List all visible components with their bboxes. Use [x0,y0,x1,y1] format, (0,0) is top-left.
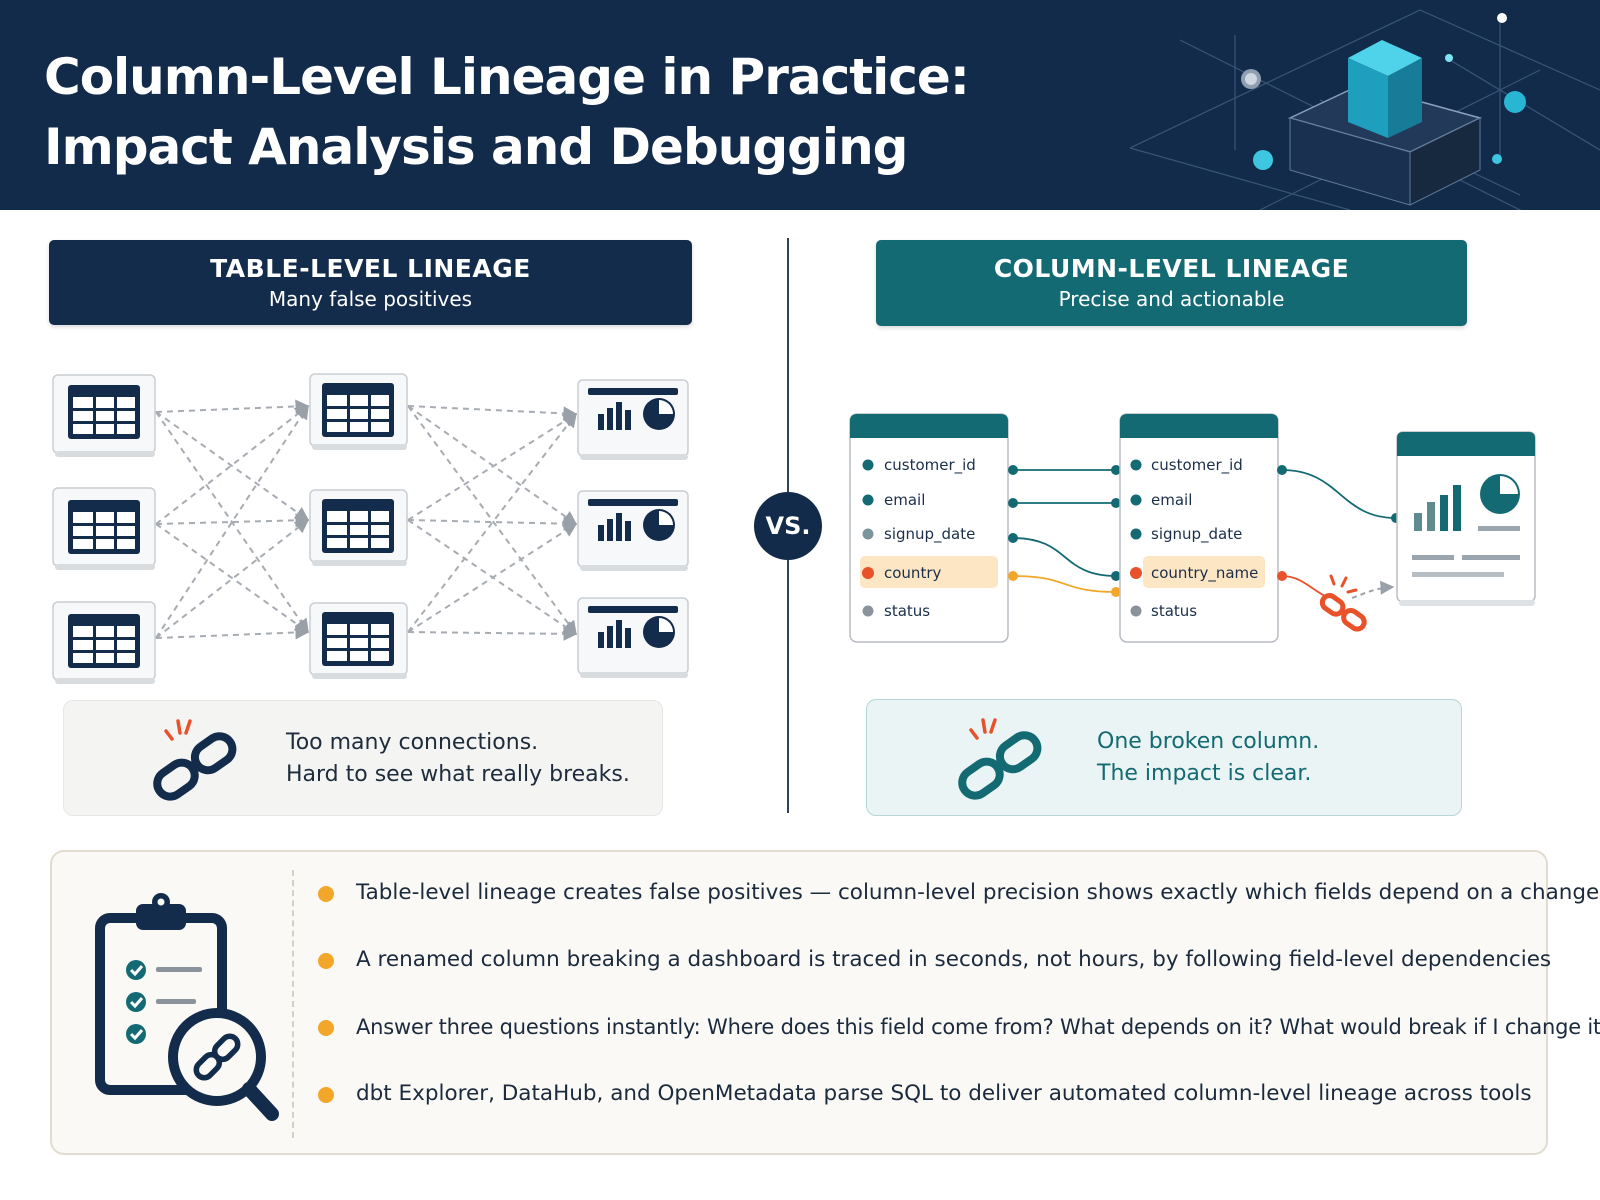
source-column-highlighted: country [884,564,941,582]
table-level-callout-text: Too many connections. Hard to see what r… [286,727,630,791]
magnifier-link-icon [168,1008,279,1121]
takeaway-text: Answer three questions instantly: Where … [356,1015,1600,1039]
takeaway-text: A renamed column breaking a dashboard is… [356,947,1552,972]
intermediate-tables [309,373,408,679]
dashboard-card [1396,431,1536,606]
column-level-callout: One broken column. The impact is clear. [866,699,1462,816]
dashboards [577,379,689,678]
dashboard-icon [577,379,689,460]
column-level-title: COLUMN-LEVEL LINEAGE [993,254,1350,283]
table-level-subtitle: Many false positives [268,287,473,311]
key-takeaways-panel: Table-level lineage creates false positi… [50,850,1600,1155]
source-table-card: customer_id email signup_date country st… [849,413,1009,643]
target-column-highlighted: country_name [1151,564,1258,583]
column-level-subtitle: Precise and actionable [1058,287,1285,311]
target-column: customer_id [1151,456,1243,475]
bullet-dot [318,953,334,969]
broken-connector [1281,575,1326,597]
callout-line: The impact is clear. [1097,761,1312,786]
target-column: signup_date [1151,525,1242,544]
dashboard-icon [577,597,689,678]
source-tables [52,374,156,684]
table-icon [309,602,408,679]
connector-dots [1008,465,1121,597]
broken-link-icon [1319,593,1367,632]
target-column: status [1151,602,1197,620]
takeaway-item: Answer three questions instantly: Where … [318,1012,1600,1079]
clipboard-checklist-icon [95,893,279,1121]
table-level-callout: Too many connections. Hard to see what r… [63,700,663,816]
source-column: email [884,491,925,509]
broken-link-icon [153,719,237,801]
column-connectors [1012,469,1117,593]
title-line-2: Impact Analysis and Debugging [44,118,908,176]
target-table-card: customer_id email signup_date country_na… [1119,413,1279,643]
callout-line: Too many connections. [286,730,539,755]
versus-badge: VS. [754,492,822,560]
title-line-1: Column-Level Lineage in Practice: [44,48,970,106]
header-banner: Column-Level Lineage in Practice: Impact… [0,0,1600,210]
table-icon [52,487,156,570]
table-icon [309,489,408,566]
table-icon [52,374,156,457]
callout-line: One broken column. [1097,729,1320,754]
broken-link-icon [958,718,1042,800]
bullet-dot [318,886,334,902]
column-level-callout-text: One broken column. The impact is clear. [1097,726,1319,790]
takeaways-divider [292,870,294,1138]
callout-line: Hard to see what really breaks. [286,762,630,787]
table-level-title: TABLE-LEVEL LINEAGE [210,254,531,283]
page-title: Column-Level Lineage in Practice: Impact… [44,42,970,182]
source-column: signup_date [884,525,975,544]
dashboard-icon [577,490,689,571]
table-level-lineage-banner: TABLE-LEVEL LINEAGE Many false positives [49,240,692,325]
data-cube-illustration [1129,9,1600,210]
bullet-dot [318,1087,334,1103]
table-icon [52,601,156,684]
source-column: status [884,602,930,620]
bullet-dot [318,1020,334,1036]
target-column: email [1151,491,1192,509]
takeaway-item: A renamed column breaking a dashboard is… [318,945,1600,1012]
takeaway-item: Table-level lineage creates false positi… [318,878,1600,945]
break-spark [1329,574,1358,594]
column-level-lineage-banner: COLUMN-LEVEL LINEAGE Precise and actiona… [876,240,1467,326]
dashboard-connector [1281,469,1397,519]
table-level-connections [155,399,578,641]
source-column: customer_id [884,456,976,475]
table-icon [309,373,408,450]
takeaway-text: dbt Explorer, DataHub, and OpenMetadata … [356,1081,1532,1106]
takeaways-list: Table-level lineage creates false positi… [318,878,1600,1146]
takeaway-text: Table-level lineage creates false positi… [356,880,1600,905]
takeaway-item: dbt Explorer, DataHub, and OpenMetadata … [318,1079,1600,1146]
